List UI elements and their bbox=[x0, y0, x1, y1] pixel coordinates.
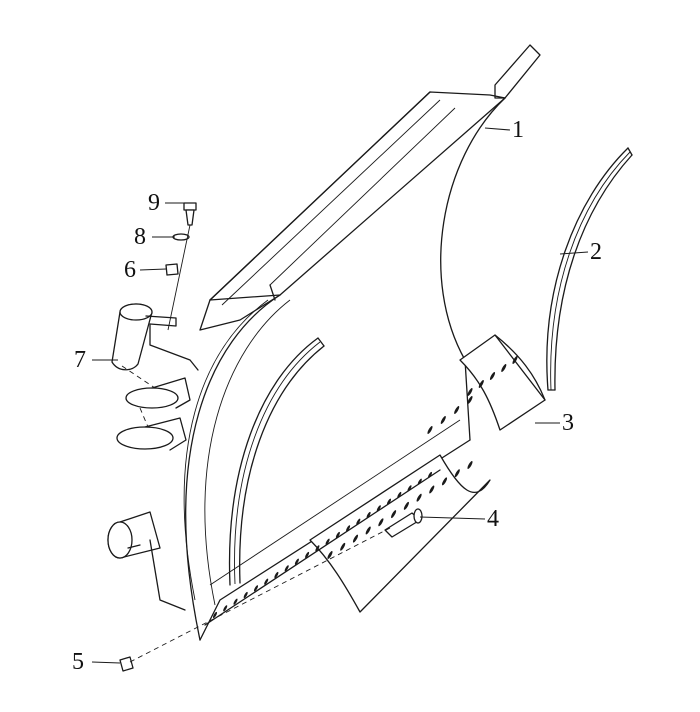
part-3-wear-plate bbox=[427, 334, 546, 434]
slot bbox=[489, 372, 496, 380]
slot bbox=[407, 485, 412, 492]
inner-rib bbox=[228, 337, 325, 586]
slot bbox=[356, 518, 361, 525]
slot bbox=[346, 525, 351, 532]
slot bbox=[440, 416, 446, 424]
slot bbox=[467, 461, 473, 469]
slot bbox=[284, 565, 289, 572]
slot bbox=[397, 491, 402, 499]
slot bbox=[352, 534, 359, 543]
slot bbox=[501, 364, 507, 372]
slot bbox=[378, 518, 384, 527]
lower-wear-plate bbox=[309, 454, 491, 613]
slot bbox=[467, 396, 473, 404]
label-part-3: 3 bbox=[562, 410, 574, 436]
slot bbox=[391, 510, 397, 519]
slot bbox=[427, 471, 433, 479]
label-part-5: 5 bbox=[72, 649, 84, 675]
slot bbox=[427, 426, 433, 434]
label-part-7: 7 bbox=[74, 347, 86, 373]
slot bbox=[416, 493, 422, 502]
slot bbox=[340, 542, 346, 551]
label-part-2: 2 bbox=[590, 239, 602, 265]
slot bbox=[212, 611, 218, 619]
part-6-nut bbox=[165, 263, 179, 276]
slot bbox=[365, 526, 371, 535]
part-7-pivot-tube bbox=[111, 303, 177, 371]
slot bbox=[315, 545, 320, 552]
slot bbox=[325, 538, 330, 545]
label-part-8: 8 bbox=[134, 224, 146, 250]
slot bbox=[467, 388, 473, 396]
slot bbox=[305, 551, 310, 559]
part-9-bolt bbox=[183, 202, 197, 226]
slot bbox=[441, 477, 448, 486]
roller-cylinder bbox=[107, 511, 186, 611]
part-2-curved-strip bbox=[546, 147, 633, 391]
label-part-6: 6 bbox=[124, 257, 136, 283]
label-part-9: 9 bbox=[148, 190, 160, 216]
slot bbox=[386, 498, 392, 505]
slot bbox=[243, 591, 248, 599]
slot bbox=[223, 605, 228, 612]
slot bbox=[454, 469, 460, 478]
label-part-4: 4 bbox=[487, 506, 499, 532]
slot bbox=[294, 558, 299, 565]
slot bbox=[335, 531, 340, 539]
part-4-bolt bbox=[384, 508, 423, 538]
part-1-blade-frame bbox=[183, 44, 541, 641]
slot bbox=[274, 571, 279, 579]
slot bbox=[454, 406, 460, 414]
slot bbox=[478, 380, 484, 388]
slot bbox=[366, 511, 371, 519]
slot bbox=[429, 485, 435, 494]
frame-bottom-edge bbox=[204, 469, 441, 626]
slot bbox=[233, 598, 238, 605]
leader-lines bbox=[91, 127, 589, 664]
slot bbox=[253, 585, 259, 592]
slot bbox=[403, 501, 409, 510]
slot bbox=[376, 505, 381, 512]
mount-brackets bbox=[116, 324, 199, 451]
label-part-1: 1 bbox=[512, 117, 524, 143]
slot bbox=[417, 478, 422, 485]
slot bbox=[327, 551, 333, 559]
part-5-nut bbox=[119, 656, 134, 672]
part-4-5-axis bbox=[129, 527, 391, 663]
slot bbox=[512, 356, 518, 364]
slot bbox=[264, 578, 269, 585]
bolt-axis bbox=[167, 224, 191, 331]
